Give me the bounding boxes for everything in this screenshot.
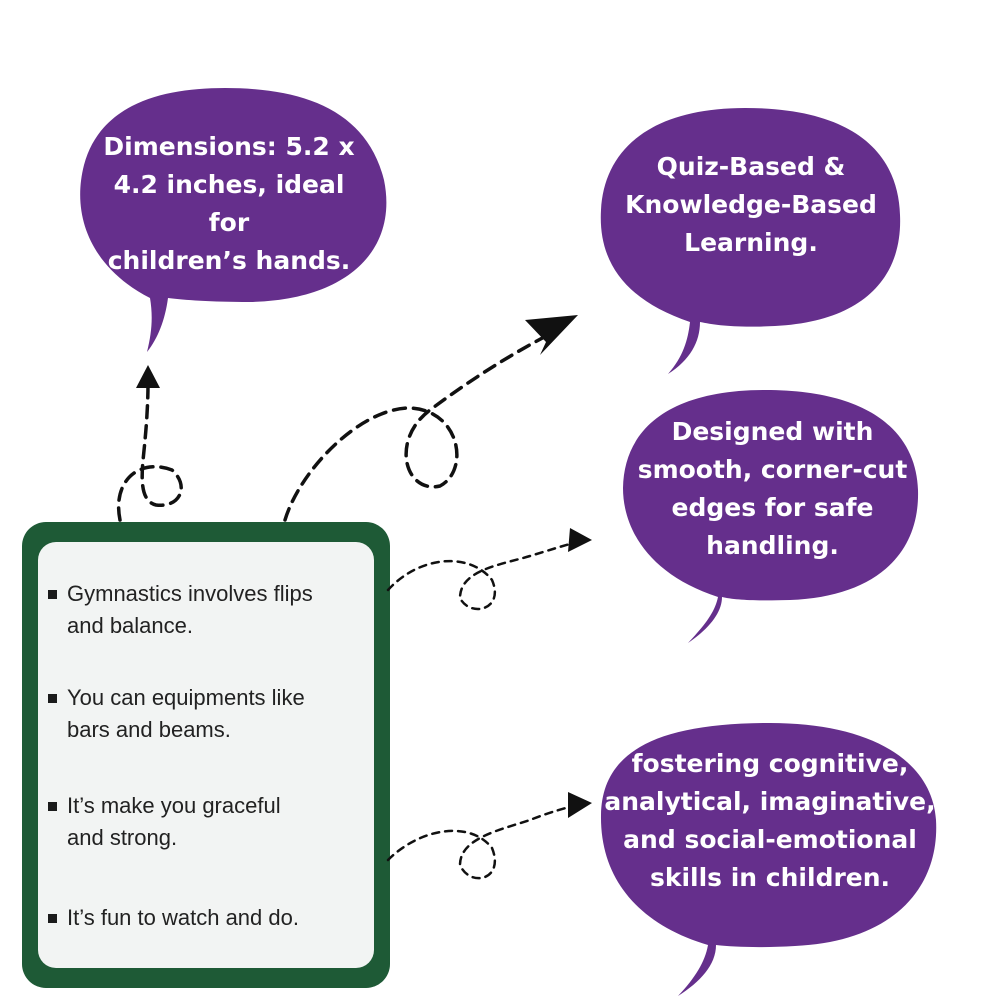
bullet-icon [48, 694, 57, 703]
bullet-icon [48, 590, 57, 599]
card-item: Gymnastics involves flips and balance. [48, 578, 313, 642]
card-item: It’s fun to watch and do. [48, 902, 299, 934]
bubble-text-dimensions: Dimensions: 5.2 x 4.2 inches, ideal for … [103, 132, 355, 275]
bubble-text-edges: Designed with smooth, corner-cut edges f… [637, 417, 908, 560]
card-item-text: You can equipments like bars and beams. [67, 685, 305, 742]
speech-bubble-edges [623, 390, 919, 643]
arrow-head-dimensions [136, 365, 160, 388]
card-item: It’s make you graceful and strong. [48, 790, 281, 854]
arrow-head-edges [568, 528, 592, 552]
flash-card [22, 522, 390, 988]
bullet-icon [48, 914, 57, 923]
dashed-arrow-skills [386, 803, 580, 880]
arrow-head-skills [568, 792, 592, 818]
dashed-arrow-quiz [283, 333, 550, 522]
card-item-text: It’s make you graceful and strong. [67, 793, 281, 850]
speech-bubble-dimensions [80, 88, 387, 352]
bubble-text-skills: fostering cognitive, analytical, imagina… [604, 749, 936, 892]
card-item-text: It’s fun to watch and do. [67, 905, 299, 930]
speech-bubble-skills [600, 723, 937, 996]
bullet-icon [48, 802, 57, 811]
card-item: You can equipments like bars and beams. [48, 682, 305, 746]
dashed-arrow-edges [386, 540, 580, 611]
arrow-head-quiz [525, 315, 578, 355]
bubble-text-quiz: Quiz-Based & Knowledge-Based Learning. [625, 152, 877, 257]
dashed-arrow-dimensions [116, 383, 183, 522]
card-item-text: Gymnastics involves flips and balance. [67, 581, 313, 638]
speech-bubble-quiz [600, 108, 901, 374]
